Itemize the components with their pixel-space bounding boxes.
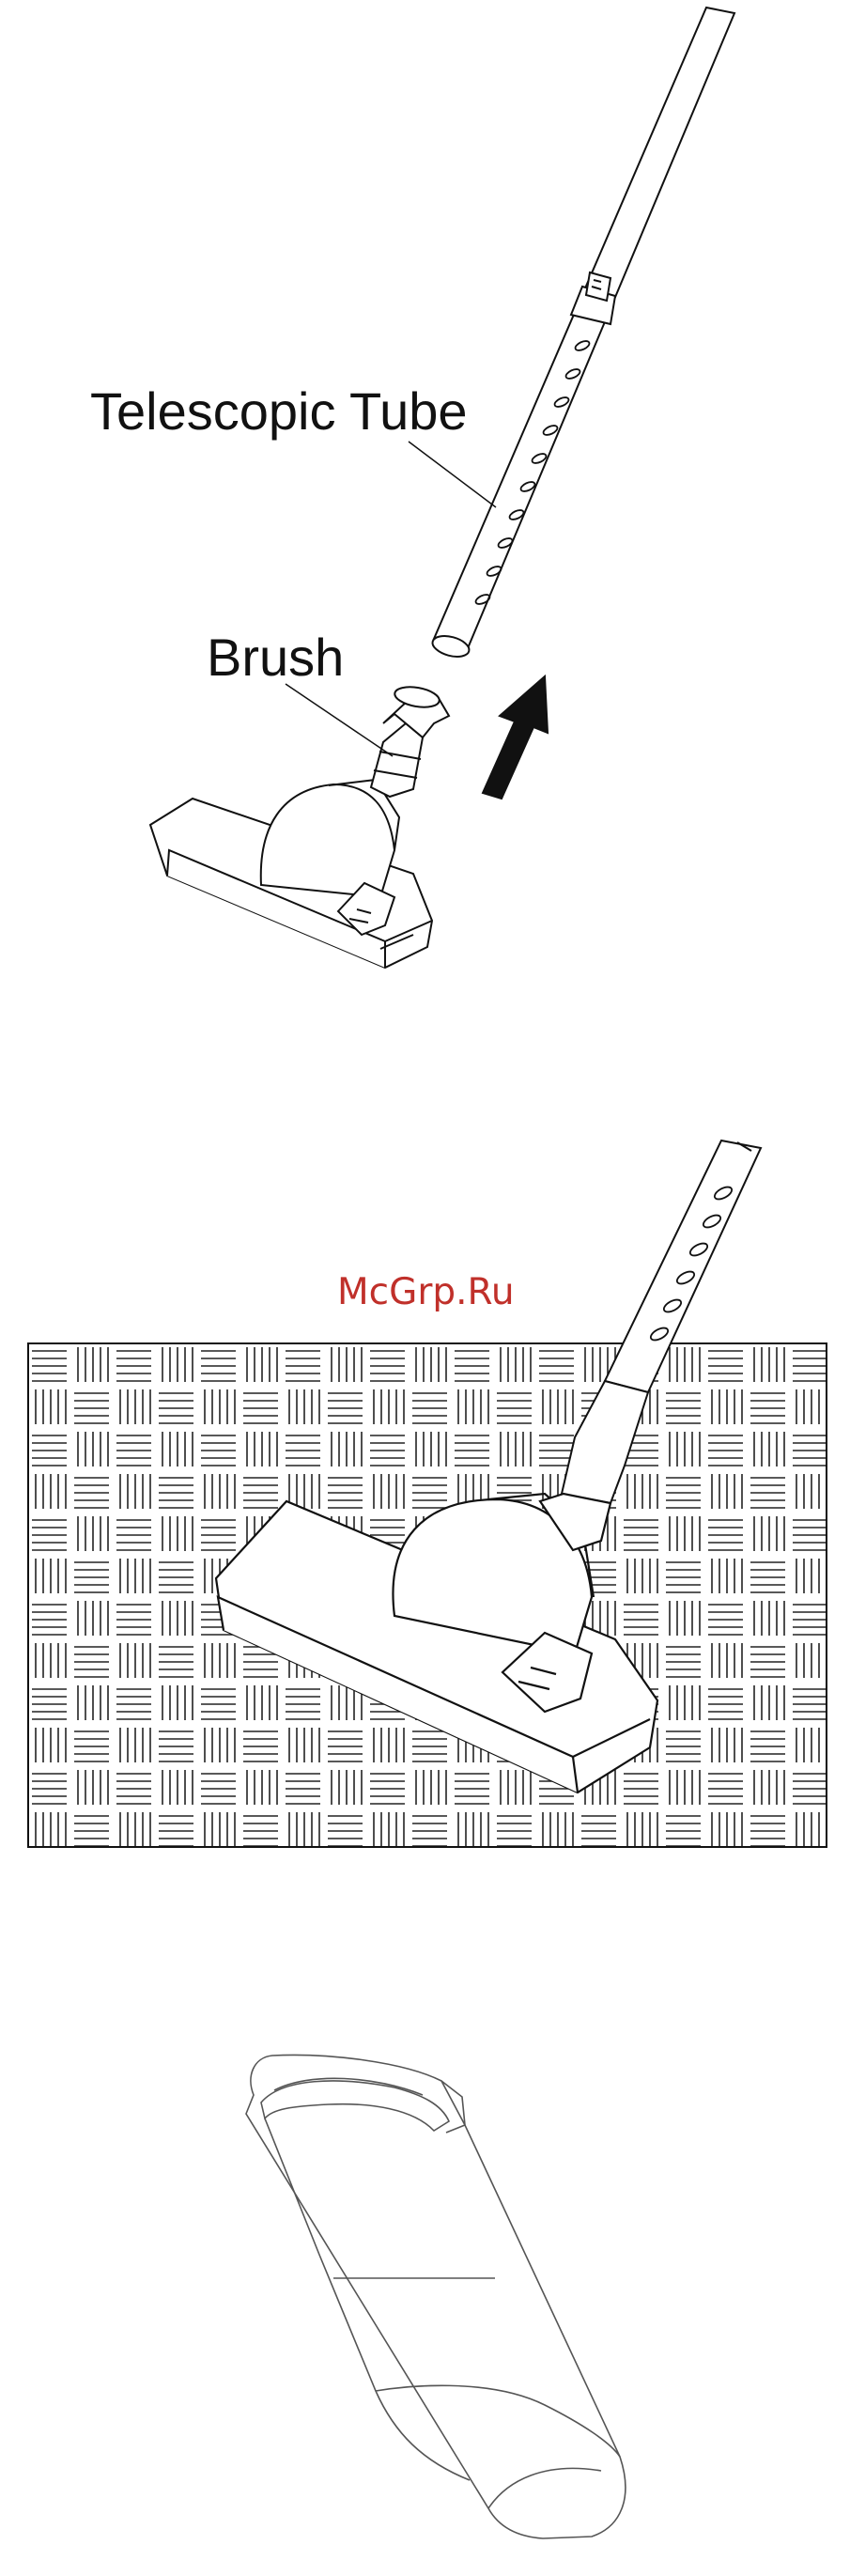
- watermark: McGrp.Ru: [337, 1274, 515, 1311]
- direction-arrow: [483, 676, 548, 799]
- telescopic-tube-leader: [409, 442, 496, 507]
- brush-label: Brush: [207, 631, 344, 684]
- telescopic-tube: [430, 8, 734, 660]
- telescopic-tube-label: Telescopic Tube: [90, 385, 468, 438]
- brush: [150, 684, 449, 968]
- brush-leader: [286, 684, 393, 756]
- crevice-nozzle: [246, 2055, 626, 2538]
